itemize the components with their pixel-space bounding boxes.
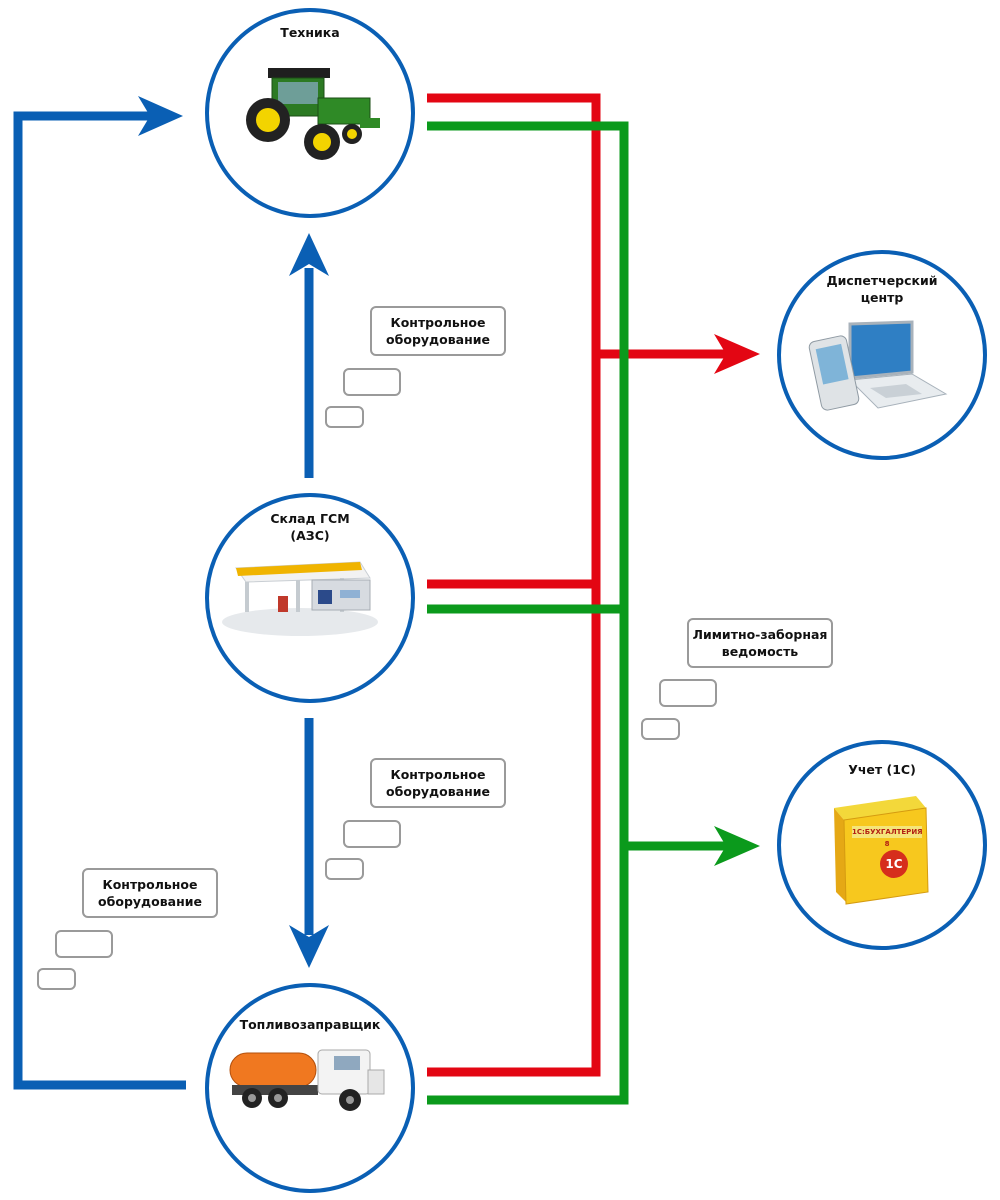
blue-arrowheads [138,96,329,968]
callout-limit-bubble-large [659,679,717,707]
accounting-label: Учет (1С) [812,761,952,778]
tractor-icon [246,68,380,160]
arrow-down-to-tanker [289,925,329,968]
callout-limit-line1: Лимитно-заборная [692,627,828,642]
blue-flow-lines [13,111,314,1090]
callout-control-2-bubble-large [343,820,401,848]
tanker-to-tech-line [13,111,186,1090]
fuel-truck-icon [229,1049,385,1111]
warehouse-circle [205,493,415,703]
callout-limit-line2: ведомость [721,644,799,659]
warehouse-title-line2: (АЗС) [290,528,330,543]
green-data-lines [427,121,730,1105]
callout-control-3-bubble-large [55,930,113,958]
callout-control-1-bubble-large [343,368,401,396]
callout-control-2-line1: Контрольное [390,767,486,782]
dispatch-title-line1: Диспетчерский [826,273,938,288]
callout-control-1-line1: Контрольное [390,315,486,330]
dispatch-title-line2: центр [860,290,904,305]
callout-limit-bubble-small [641,718,680,740]
tanker-title: Топливозаправщик [239,1017,381,1032]
box-brand: 1С [885,857,903,871]
software-box-icon [834,796,929,905]
callout-control-1-bubble-small [325,406,364,428]
tanker-label: Топливозаправщик [220,1016,400,1033]
callout-control-3: Контрольное оборудование [82,868,218,918]
callout-limit-sheet: Лимитно-заборная ведомость [687,618,833,668]
callout-control-3-line1: Контрольное [102,877,198,892]
box-label: 1С:БУХГАЛТЕРИЯ 8 [852,828,923,848]
dispatch-label: Диспетчерский центр [807,272,957,306]
callout-control-2: Контрольное оборудование [370,758,506,808]
callout-control-1: Контрольное оборудование [370,306,506,356]
tech-title: Техника [280,25,340,40]
warehouse-label: Склад ГСМ (АЗС) [240,510,380,544]
callout-control-3-bubble-small [37,968,76,990]
green-arrow-to-accounting [714,826,760,866]
callout-control-1-line2: оборудование [386,332,490,347]
callout-control-2-line2: оборудование [386,784,490,799]
accounting-title: Учет (1С) [848,762,916,777]
red-arrow-to-dispatch [714,334,760,374]
warehouse-title-line1: Склад ГСМ [270,511,350,526]
callout-control-2-bubble-small [325,858,364,880]
laptop-pda-icon [808,320,948,411]
red-data-lines [427,93,730,1077]
arrow-up-to-tech [289,233,329,276]
callout-control-3-line2: оборудование [98,894,202,909]
gas-station-icon [222,561,378,636]
tech-label: Техника [250,24,370,41]
arrow-to-tech-left [138,96,183,136]
